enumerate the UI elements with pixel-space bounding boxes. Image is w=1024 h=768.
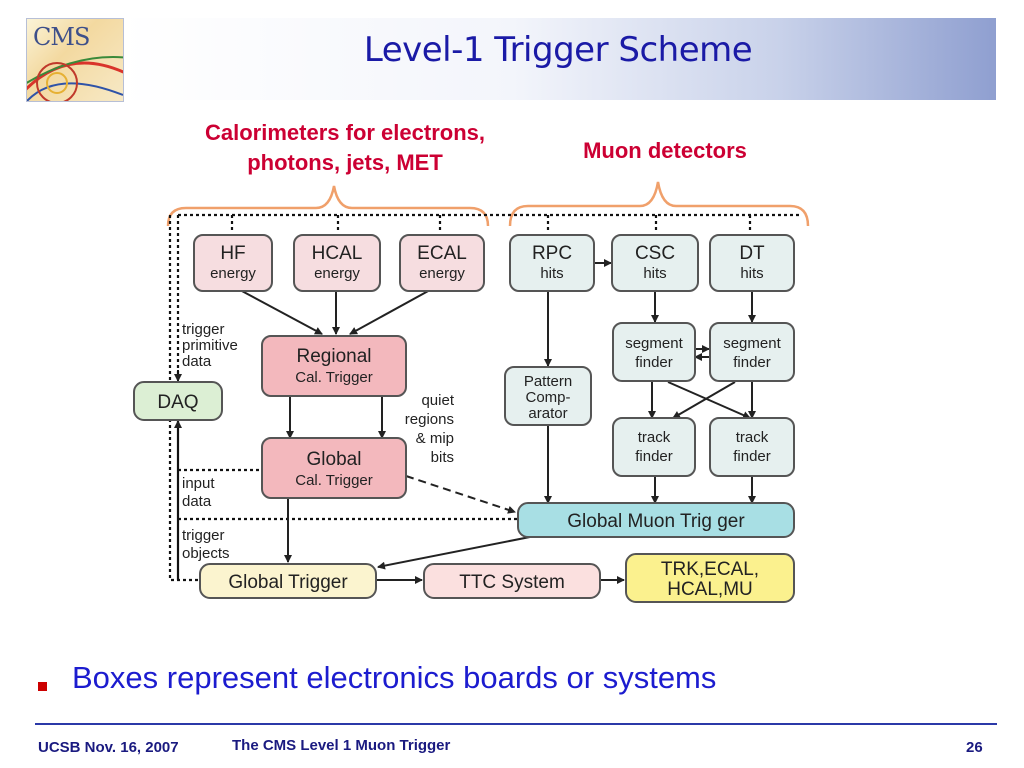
hf-sub: energy [210,265,256,282]
global-cal-sub: Cal. Trigger [295,472,373,489]
gt-label: Global Trigger [228,572,348,593]
trk-box [625,553,795,603]
csc-sub: hits [643,265,666,282]
ecal-title: ECAL [417,243,467,264]
bullet-text: Boxes represent electronics boards or sy… [72,660,717,695]
bullet-marker [38,682,47,691]
seg1-line1: segment [625,335,683,352]
quiet-regions-line4: bits [431,449,454,466]
global-cal-box [261,437,407,499]
pattern-line2: Comp- [525,389,570,406]
hf-box [193,234,273,292]
slide-title: Level-1 Trigger Scheme [363,30,753,70]
dt-box [709,234,795,292]
seg2-line1: segment [723,335,781,352]
page-number: 26 [966,739,983,756]
gt-box [199,563,377,599]
calorimeter-brace [166,185,490,227]
hf-title: HF [220,243,245,264]
dt-title: DT [739,243,765,264]
quiet-regions-line1: quiet [421,392,454,409]
pattern-line1: Pattern [524,373,572,390]
arrow-ecal-regional [349,289,431,335]
quiet-regions-line2: regions [405,411,454,428]
pattern-line3: arator [528,405,567,422]
daq-box [133,381,223,421]
footer-date: UCSB Nov. 16, 2007 [38,739,179,756]
regional-box [261,335,407,397]
calorimeter-boxes [193,234,485,292]
seg1-line2: finder [635,354,673,371]
track1-line2: finder [635,448,673,465]
calorimeter-group-label-line2: photons, jets, MET [247,150,443,175]
track1-box [612,417,696,477]
pattern-box [504,366,592,426]
footer-rule [35,723,997,725]
track2-line1: track [736,429,769,446]
seg2-line2: finder [733,354,771,371]
dt-sub: hits [740,265,763,282]
arrow-seg1-track2 [667,381,751,419]
input-data-line1: input [182,475,215,492]
arrow-gmt-gt [377,534,541,570]
hcal-box [293,234,381,292]
dashed-globalcal-gmt [405,475,516,514]
trigger-objects-line2: objects [182,545,230,562]
trigger-objects-line1: trigger [182,527,225,544]
regional-sub: Cal. Trigger [295,369,373,386]
footer-title: The CMS Level 1 Muon Trigger [232,737,451,754]
trk-line2: HCAL,MU [667,579,753,600]
rpc-box [509,234,595,292]
ecal-box [399,234,485,292]
rpc-sub: hits [540,265,563,282]
trigger-primitive-line3: data [182,353,212,370]
gmt-label: Global Muon Trig ger [567,511,745,532]
regional-title: Regional [297,346,372,367]
cms-logo: CMS [26,18,124,102]
track2-line2: finder [733,448,771,465]
dotted-data-lines [168,213,800,582]
gmt-box [517,502,795,538]
muon-group-label: Muon detectors [583,138,747,163]
muon-boxes [504,234,795,477]
ttc-label: TTC System [459,572,565,593]
global-cal-title: Global [307,449,362,470]
hcal-sub: energy [314,265,360,282]
rpc-title: RPC [532,243,572,264]
calorimeter-group-label-line1: Calorimeters for electrons, [205,120,485,145]
logo-text: CMS [33,23,90,51]
quiet-regions-line3: & mip [416,430,454,447]
trigger-primitive-line1: trigger [182,321,225,338]
arrow-seg2-track1 [672,381,736,419]
seg1-box [612,322,696,382]
track1-line1: track [638,429,671,446]
csc-title: CSC [635,243,675,264]
muon-brace [508,181,810,227]
ecal-sub: energy [419,265,465,282]
ttc-box [423,563,601,599]
cms-logo-graphic [27,56,123,101]
trigger-primitive-line2: primitive [182,337,238,354]
input-data-line2: data [182,493,212,510]
daq-label: DAQ [157,392,198,413]
seg2-box [709,322,795,382]
side-labels: trigger primitive data quiet regions & m… [182,321,455,562]
arrow-hf-regional [239,289,323,335]
title-band [120,18,996,100]
csc-box [611,234,699,292]
track2-box [709,417,795,477]
trk-line1: TRK,ECAL, [661,559,759,580]
hcal-title: HCAL [312,243,363,264]
box-labels: HF energy HCAL energy ECAL energy RPC hi… [157,243,781,600]
